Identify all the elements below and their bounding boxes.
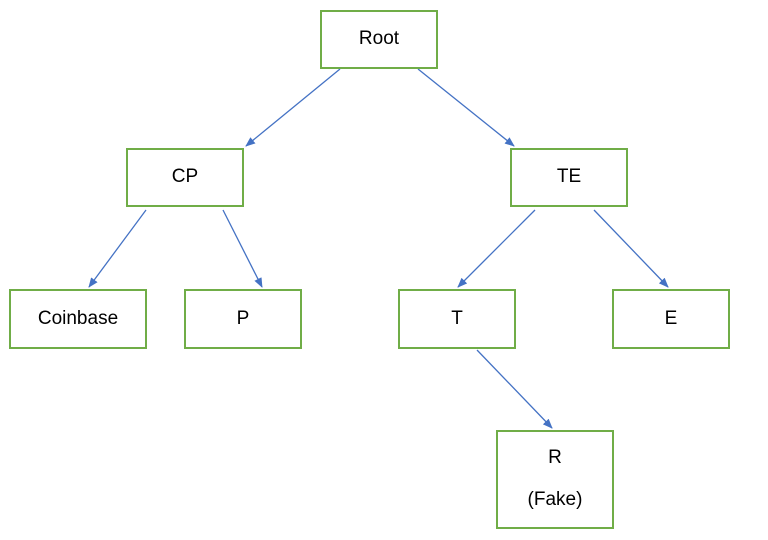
node-coinbase-label: Coinbase — [37, 307, 119, 329]
node-r-sublabel: (Fake) — [527, 488, 583, 510]
edge-te-to-t — [457, 209, 536, 288]
edge-cp-to-p — [222, 209, 263, 288]
node-te-label: TE — [556, 166, 582, 188]
node-cp: CP — [126, 148, 244, 207]
node-e-label: E — [664, 307, 678, 329]
node-root: Root — [320, 10, 438, 69]
node-t-label: T — [451, 307, 463, 329]
node-coinbase: Coinbase — [9, 289, 147, 349]
node-p: P — [184, 289, 302, 349]
edge-root-to-te — [417, 68, 515, 147]
node-root-label: Root — [358, 28, 400, 50]
edge-root-to-cp — [245, 68, 341, 147]
edge-te-to-e — [593, 209, 669, 288]
node-cp-label: CP — [171, 166, 199, 188]
node-e: E — [612, 289, 730, 349]
edge-t-to-r — [476, 349, 553, 429]
node-p-label: P — [236, 307, 250, 329]
edge-cp-to-coinbase — [88, 209, 147, 288]
node-t: T — [398, 289, 516, 349]
node-r: R (Fake) — [496, 430, 614, 529]
node-r-label: R — [548, 447, 562, 469]
node-te: TE — [510, 148, 628, 207]
